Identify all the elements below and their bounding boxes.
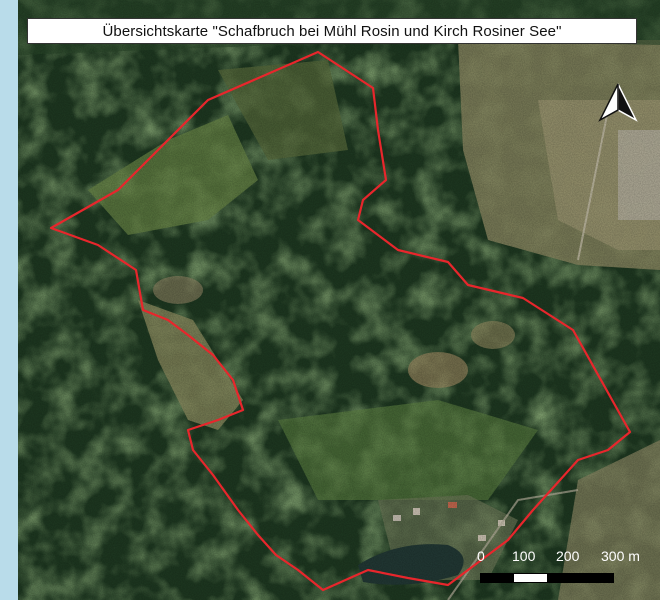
map-title: Übersichtskarte "Schafbruch bei Mühl Ros… xyxy=(27,18,637,44)
scale-label-0: 0 xyxy=(477,548,485,564)
image-grain xyxy=(18,0,660,600)
scale-segment xyxy=(481,574,514,582)
scale-label-100: 100 xyxy=(512,548,536,564)
scale-segment xyxy=(580,574,613,582)
map-canvas xyxy=(18,0,660,600)
protected-area-boundary[interactable] xyxy=(49,50,632,592)
scale-label-200: 200 xyxy=(556,548,580,564)
scale-label-300: 300 m xyxy=(601,548,640,564)
scale-segment xyxy=(547,574,580,582)
north-arrow-icon xyxy=(596,82,640,126)
scale-segment xyxy=(514,574,547,582)
scale-labels: 0 100 200 300 m xyxy=(470,548,660,568)
satellite-map[interactable] xyxy=(18,0,660,600)
scale-bar xyxy=(480,573,614,583)
